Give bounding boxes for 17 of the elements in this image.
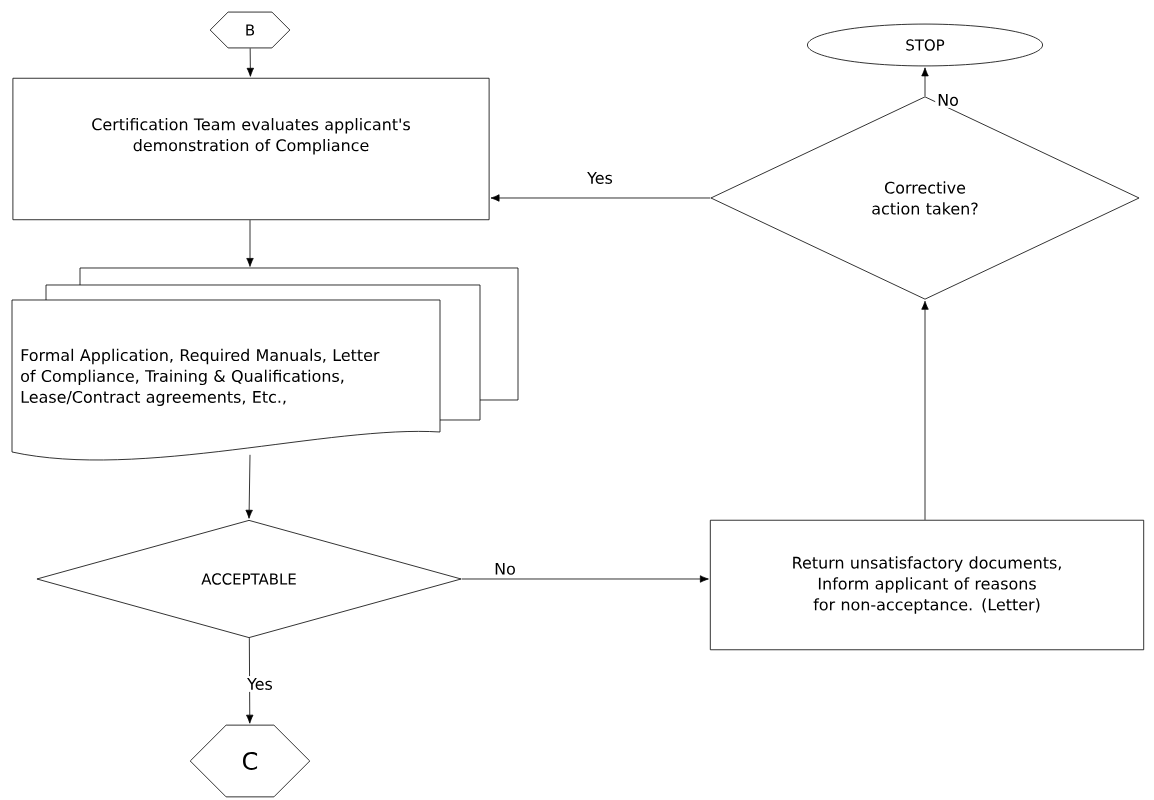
arrow — [246, 219, 254, 267]
arrow — [246, 637, 254, 724]
connector-hexagon: C — [189, 724, 311, 798]
document-stack: Formal Application, Required Manuals, Letter of Compliance, Training & Qualifications, Lease/Contract agreements, Etc., — [11, 267, 519, 461]
process-box: Certification Team evaluates applicant's demonstration of Compliance — [12, 77, 490, 221]
process-box: Return unsatisfactory documents, Inform applicant of reasons for non-acceptance. (Letter) — [709, 519, 1145, 651]
edge-label: No — [935, 92, 961, 108]
edge-label: Yes — [245, 676, 275, 692]
arrow — [921, 300, 929, 521]
connector-hexagon: B — [209, 11, 291, 49]
arrow — [246, 47, 254, 77]
arrow — [245, 454, 253, 519]
edge-label: Yes — [585, 170, 615, 186]
edge-label: No — [492, 560, 518, 577]
arrow — [921, 67, 929, 97]
arrow — [490, 194, 711, 202]
arrow — [461, 575, 709, 583]
